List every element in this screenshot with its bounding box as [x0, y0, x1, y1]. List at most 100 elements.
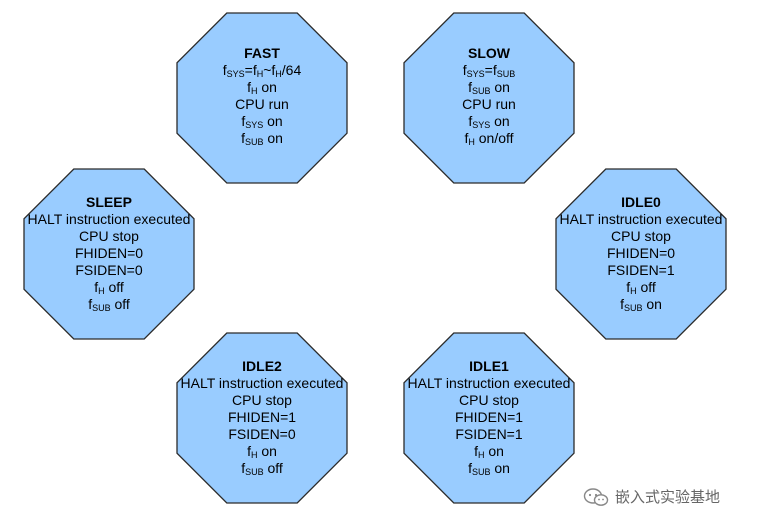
state-line: FSIDEN=1 [394, 426, 584, 443]
text-segment: FSIDEN=0 [228, 426, 296, 442]
text-segment: f [241, 113, 246, 129]
text-segment: FSIDEN=1 [455, 426, 523, 442]
text-segment: f [468, 113, 473, 129]
subscript: SYS [472, 120, 491, 130]
state-line: fSUB off [14, 296, 204, 313]
text-segment: FHIDEN=1 [454, 409, 524, 425]
state-line: FHIDEN=0 [14, 245, 204, 262]
state-line: HALT instruction executed [546, 211, 736, 228]
text-segment: f [241, 130, 245, 146]
state-idle2-octagon [176, 332, 348, 504]
text-segment: off [104, 279, 124, 295]
text-segment: CPU stop [459, 392, 519, 408]
state-line: fSYS=fH~fH/64 [167, 62, 357, 79]
state-line: FSIDEN=0 [167, 426, 357, 443]
state-line: fH off [14, 279, 204, 296]
state-title: FAST [244, 45, 280, 61]
text-segment: FSIDEN=0 [75, 262, 143, 278]
text-segment: CPU stop [611, 228, 671, 244]
state-line: fH off [546, 279, 736, 296]
text-segment: f [94, 279, 99, 295]
state-slow-octagon [403, 12, 575, 184]
text-segment: FHIDEN=1 [227, 409, 297, 425]
text-segment: off [263, 460, 283, 476]
state-title: SLOW [468, 45, 510, 61]
subscript: SUB [496, 69, 516, 79]
text-segment: on [263, 113, 283, 129]
state-line: fSYS on [167, 113, 357, 130]
state-line: FHIDEN=0 [546, 245, 736, 262]
text-segment: =f [244, 62, 257, 78]
state-sleep-octagon [23, 168, 195, 340]
state-title: IDLE0 [621, 194, 661, 210]
text-segment: CPU run [235, 96, 289, 112]
state-line: CPU run [167, 96, 357, 113]
subscript: H [250, 86, 258, 96]
state-line: fSYS on [394, 113, 584, 130]
state-line: fSUB on [167, 130, 357, 147]
text-segment: HALT instruction executed [27, 211, 191, 227]
text-segment: CPU stop [79, 228, 139, 244]
state-line: FSIDEN=0 [14, 262, 204, 279]
text-segment: f [626, 279, 631, 295]
text-segment: off [110, 296, 130, 312]
state-line: FHIDEN=1 [167, 409, 357, 426]
state-line: fH on [394, 443, 584, 460]
subscript: H [630, 286, 637, 296]
state-idle1-octagon [403, 332, 575, 504]
text-segment: f [468, 460, 472, 476]
subscript: H [275, 69, 282, 79]
subscript: H [98, 286, 105, 296]
text-segment: CPU run [462, 96, 516, 112]
text-segment: ~f [263, 62, 276, 78]
state-line: fSYS=fSUB [394, 62, 584, 79]
state-line: CPU stop [546, 228, 736, 245]
subscript: H [256, 69, 264, 79]
subscript: SYS [226, 69, 245, 79]
text-segment: on/off [474, 130, 514, 146]
state-line: fSUB off [167, 460, 357, 477]
watermark-text: 嵌入式实验基地 [615, 489, 721, 506]
text-segment: f [474, 443, 478, 459]
subscript: H [250, 450, 258, 460]
text-segment: FSIDEN=1 [607, 262, 675, 278]
subscript: SUB [92, 303, 111, 313]
subscript: SUB [471, 86, 491, 96]
text-segment: f [464, 130, 469, 146]
text-segment: f [241, 460, 246, 476]
text-segment: f [247, 443, 251, 459]
text-segment: f [462, 62, 467, 78]
state-line: fSUB on [394, 460, 584, 477]
subscript: H [468, 137, 475, 147]
state-line: fSUB on [546, 296, 736, 313]
text-segment: on [490, 460, 510, 476]
subscript: H [477, 450, 485, 460]
text-segment: FHIDEN=0 [74, 245, 144, 261]
state-line: FSIDEN=1 [546, 262, 736, 279]
state-line: CPU stop [167, 392, 357, 409]
text-segment: off [636, 279, 656, 295]
state-line: fH on [167, 79, 357, 96]
text-segment: on [263, 130, 283, 146]
text-segment: f [247, 79, 251, 95]
text-segment: HALT instruction executed [180, 375, 344, 391]
subscript: SYS [466, 69, 485, 79]
text-segment: FHIDEN=0 [606, 245, 676, 261]
subscript: SYS [245, 120, 264, 130]
state-title: IDLE2 [242, 358, 282, 374]
state-line: fH on/off [394, 130, 584, 147]
text-segment: on [642, 296, 662, 312]
state-line: fSUB on [394, 79, 584, 96]
text-segment: CPU stop [232, 392, 292, 408]
state-title: IDLE1 [469, 358, 509, 374]
text-segment: HALT instruction executed [407, 375, 571, 391]
state-line: CPU stop [14, 228, 204, 245]
text-segment: f [620, 296, 624, 312]
